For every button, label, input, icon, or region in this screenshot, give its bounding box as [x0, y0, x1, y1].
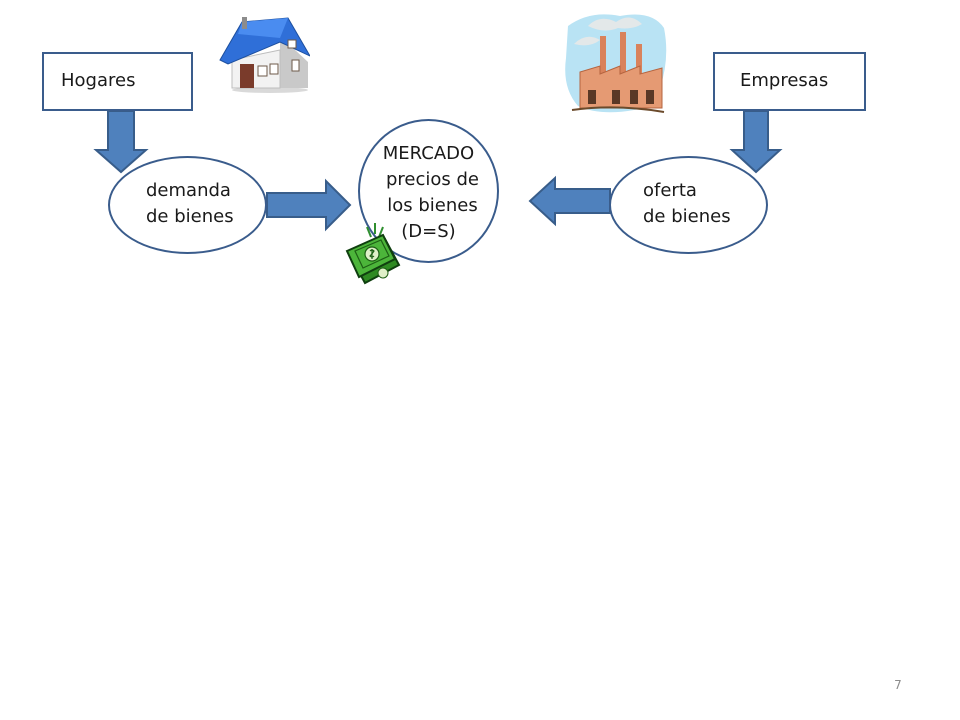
mercado-line-1: MERCADO: [382, 143, 475, 164]
oferta-ellipse: oferta de bienes: [609, 156, 768, 254]
arrow-oferta-to-mercado: [528, 175, 611, 227]
empresas-box: Empresas: [713, 52, 866, 111]
house-icon: [219, 17, 310, 93]
mercado-ellipse: MERCADO precios de los bienes (D=S): [358, 119, 499, 263]
hogares-box: Hogares: [42, 52, 193, 111]
demanda-line-1: demanda: [146, 180, 231, 201]
demanda-line-2: de bienes: [146, 206, 234, 227]
arrow-empresas-to-oferta: [729, 110, 783, 174]
factory-icon: [565, 14, 667, 113]
mercado-line-3: los bienes: [387, 195, 478, 216]
hogares-label: Hogares: [61, 70, 136, 91]
mercado-line-4: (D=S): [401, 221, 456, 242]
demanda-ellipse: demanda de bienes: [108, 156, 267, 254]
oferta-line-1: oferta: [643, 180, 697, 201]
page-number: 7: [894, 678, 902, 692]
empresas-label: Empresas: [740, 70, 829, 91]
mercado-line-2: precios de: [385, 169, 479, 190]
arrow-hogares-to-demanda: [93, 110, 149, 174]
money-icon: [345, 223, 401, 285]
arrow-demanda-to-mercado: [266, 178, 352, 232]
oferta-line-2: de bienes: [643, 206, 731, 227]
